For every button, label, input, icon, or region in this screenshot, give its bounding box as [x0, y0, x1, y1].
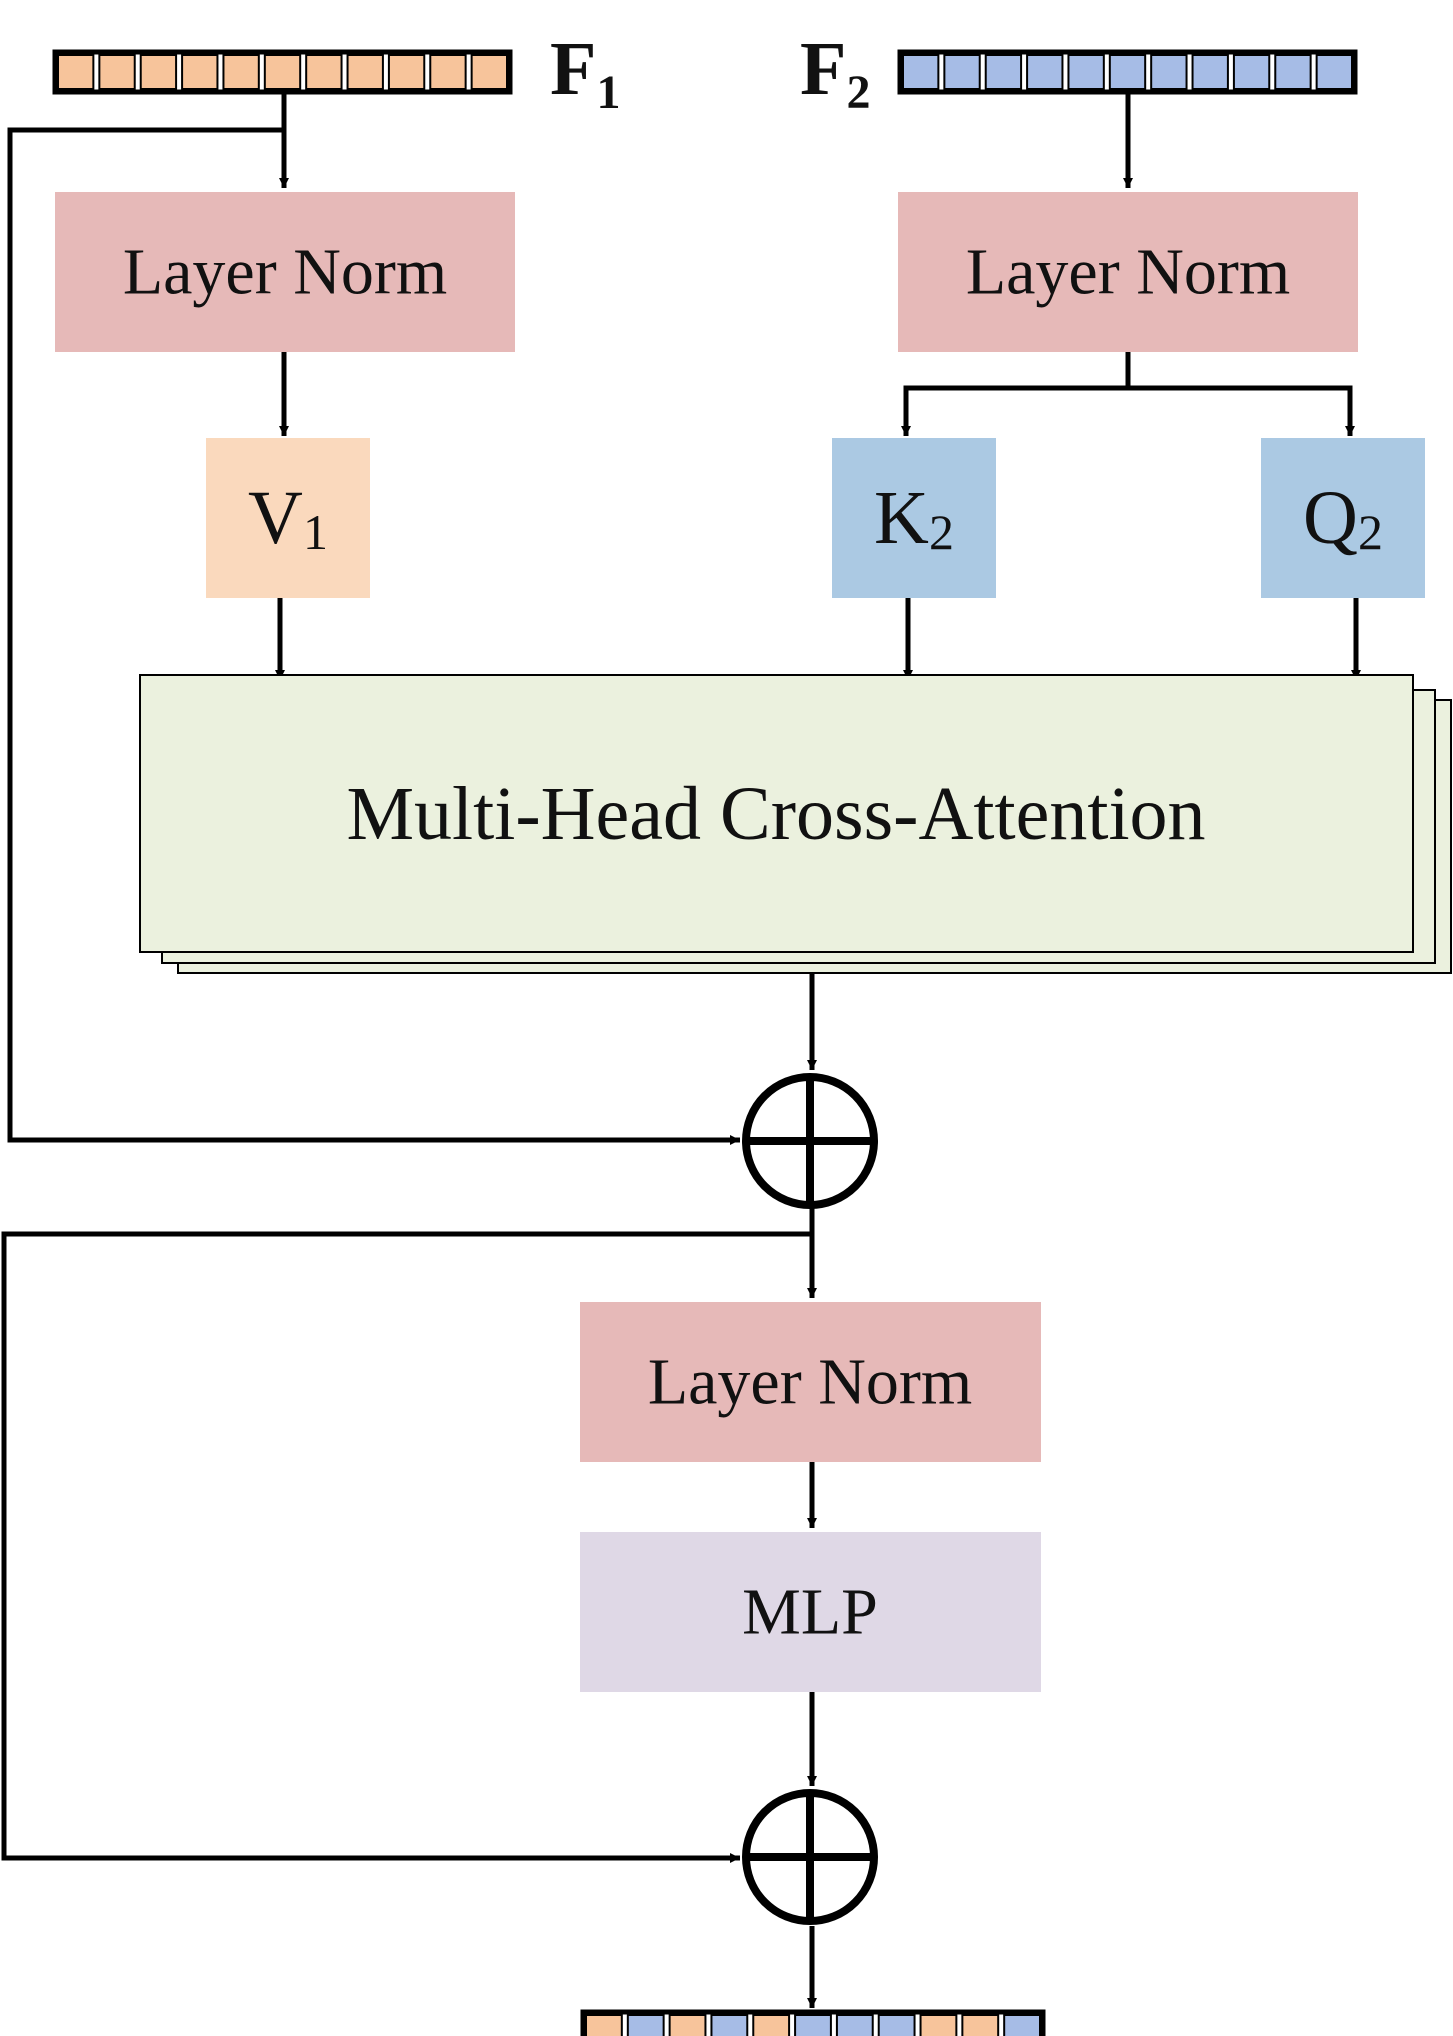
layer-norm-label: Layer Norm — [966, 236, 1290, 309]
token-cell — [984, 54, 1023, 90]
token-cell — [1150, 54, 1188, 90]
token-cell — [1274, 54, 1312, 90]
token-cell — [346, 54, 384, 90]
q2-box: Q2 — [1261, 438, 1425, 598]
f1-token-strip — [52, 49, 513, 95]
token-cell — [98, 54, 136, 90]
attention-label: Multi-Head Cross-Attention — [346, 772, 1205, 856]
token-cell — [626, 2014, 665, 2036]
layer-norm-box-1: Layer Norm — [55, 192, 515, 352]
token-cell — [222, 54, 260, 90]
token-cell — [1232, 54, 1271, 90]
f2-token-strip — [897, 49, 1358, 95]
v1-label: V1 — [248, 476, 328, 560]
add-icon — [742, 1073, 878, 1209]
k2-label: K2 — [874, 476, 954, 560]
q2-label: Q2 — [1303, 476, 1383, 560]
mlp-box: MLP — [580, 1532, 1041, 1692]
add-icon — [742, 1789, 878, 1925]
token-cell — [668, 2014, 707, 2036]
token-cell — [429, 54, 467, 90]
layer-norm-box-3: Layer Norm — [580, 1302, 1041, 1462]
token-cell — [1315, 54, 1353, 90]
token-cell — [263, 54, 302, 90]
residual-line-2 — [1, 1231, 812, 1863]
token-cell — [139, 54, 178, 90]
f1-label: F1 — [550, 27, 620, 119]
k2-box: K2 — [832, 438, 996, 598]
token-cell — [752, 2014, 791, 2036]
token-cell — [305, 54, 343, 90]
token-cell — [1026, 54, 1064, 90]
token-cell — [877, 2014, 916, 2036]
token-cell — [470, 54, 508, 90]
split-line-q2 — [1128, 385, 1355, 436]
layer-norm-label: Layer Norm — [123, 236, 447, 309]
token-cell — [943, 54, 981, 90]
v1-box: V1 — [206, 438, 370, 598]
token-cell — [585, 2014, 623, 2036]
token-cell — [1108, 54, 1147, 90]
split-line-k2-q2 — [901, 352, 1131, 436]
f2-label: F2 — [800, 27, 870, 119]
multi-head-cross-attention-box: Multi-Head Cross-Attention — [139, 674, 1452, 974]
residual-line-1 — [7, 127, 740, 1145]
layer-norm-label: Layer Norm — [648, 1346, 972, 1419]
token-cell — [387, 54, 426, 90]
token-cell — [1003, 2014, 1042, 2036]
output-token-strip — [580, 2009, 1046, 2036]
token-cell — [961, 2014, 1000, 2036]
connectors — [1, 92, 1361, 2008]
layer-norm-box-2: Layer Norm — [898, 192, 1358, 352]
token-cell — [902, 54, 940, 90]
token-cell — [181, 54, 219, 90]
token-cell — [1067, 54, 1105, 90]
token-cell — [794, 2014, 832, 2036]
mlp-label: MLP — [742, 1576, 878, 1649]
token-cell — [57, 54, 95, 90]
token-cell — [835, 2014, 874, 2036]
token-cell — [919, 2014, 958, 2036]
token-cell — [1191, 54, 1229, 90]
token-cell — [710, 2014, 749, 2036]
